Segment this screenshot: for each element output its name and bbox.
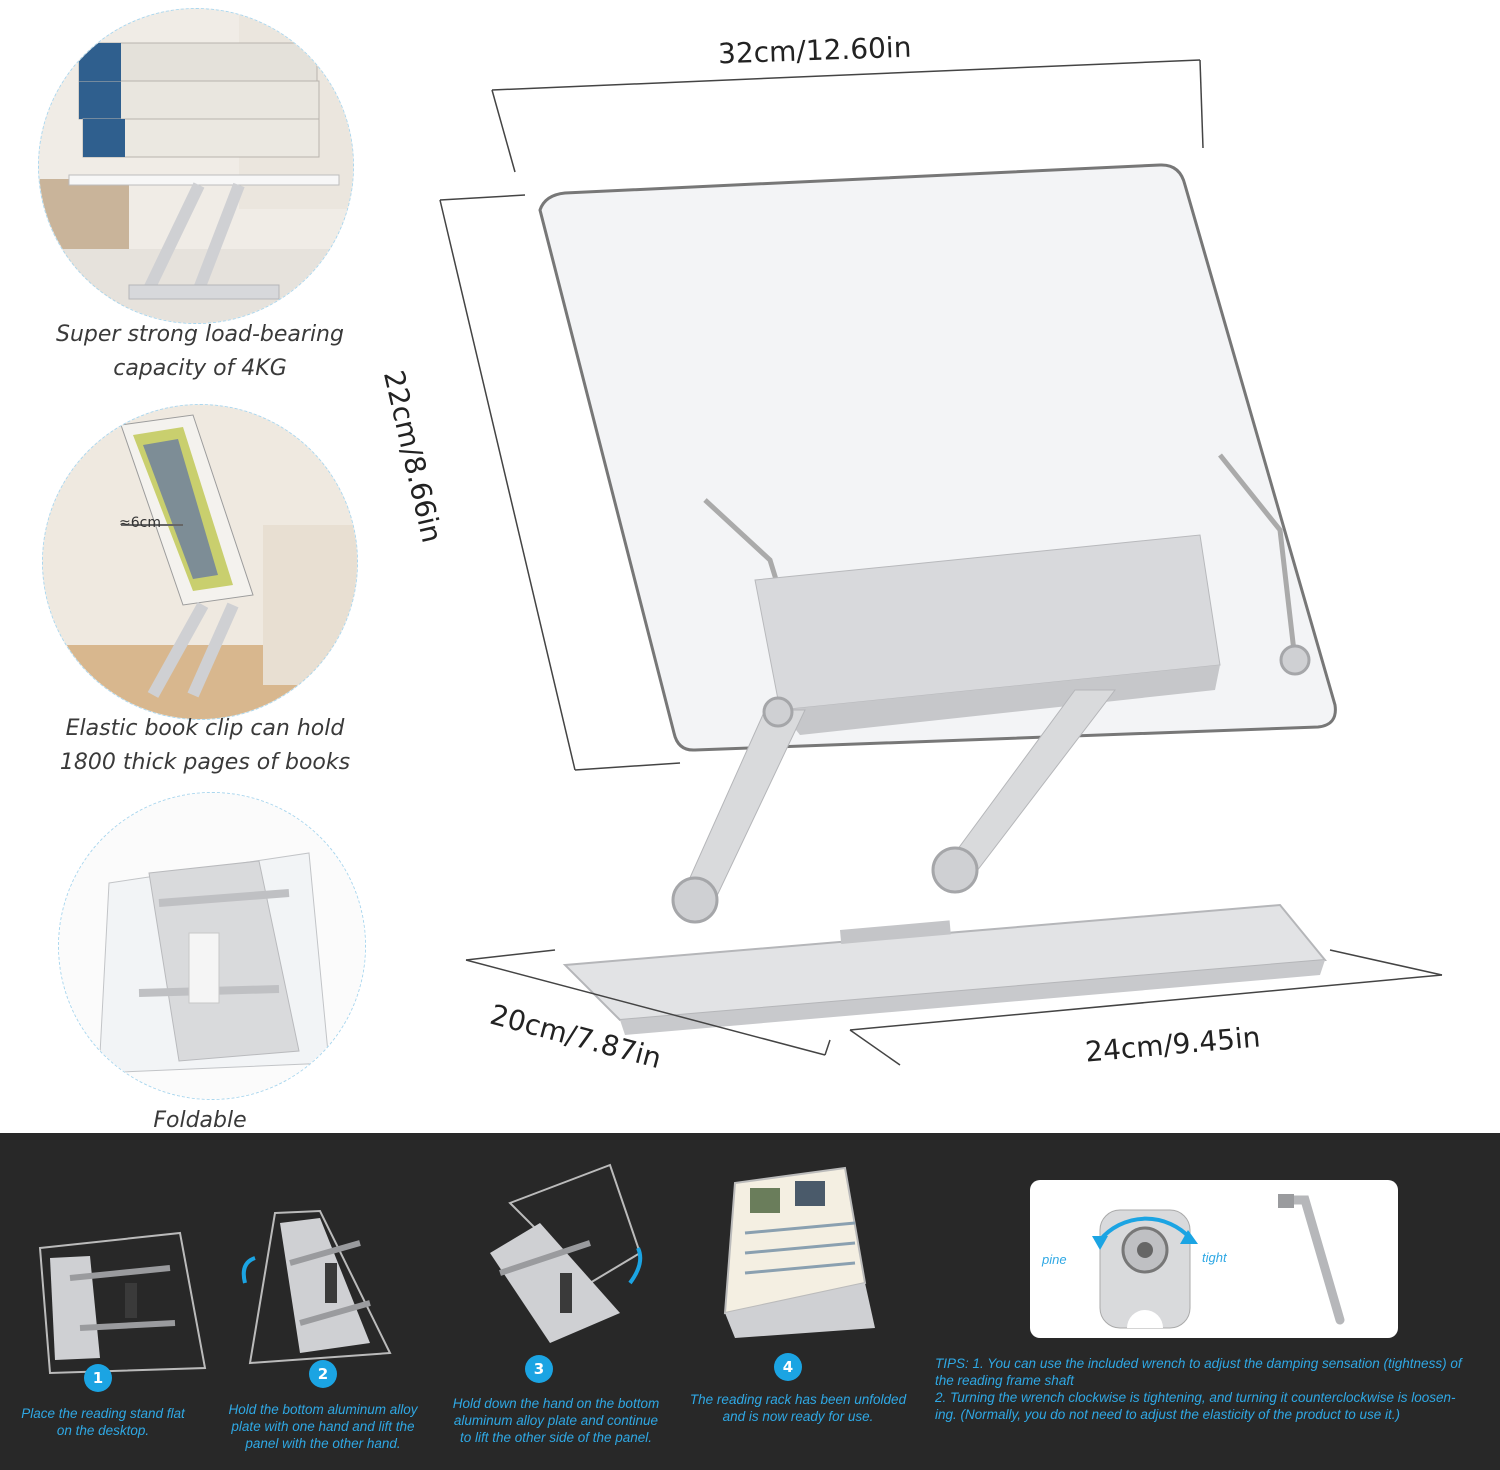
step-number-1: 1 [84,1364,112,1392]
step-line: aluminum alloy plate and continue [453,1413,659,1428]
feature-image-book-clip: ≈6cm [42,404,358,720]
feature-image-load-bearing [38,8,354,324]
step-text-4: The reading rack has been unfolded and i… [676,1391,920,1425]
step-line: Hold down the hand on the bottom [452,1396,660,1411]
tips-line: ing. (Normally, you do not need to adjus… [935,1407,1400,1422]
lift-arrow-icon [628,1247,643,1285]
step-text-3: Hold down the hand on the bottom aluminu… [438,1395,674,1446]
feature-caption-foldable: Foldable [110,1104,290,1138]
caption-line: capacity of 4KG [113,356,287,381]
step-line: Place the reading stand flat [21,1406,185,1421]
book-clip-illustration [43,405,357,719]
step-line: Hold the bottom aluminum alloy [228,1402,418,1417]
step-3-illustration [490,1163,643,1343]
step-text-2: Hold the bottom aluminum alloy plate wit… [210,1401,436,1452]
lift-arrow-icon [241,1256,256,1284]
clip-gap-label: ≈6cm [119,515,161,531]
wrench-illustration [1092,1194,1345,1329]
feature-caption-load-bearing: Super strong load-bearing capacity of 4K… [20,318,380,386]
caption-line: 1800 thick pages of books [59,750,351,775]
wrench-card: pine tight [1030,1180,1398,1338]
step-number-3: 3 [525,1355,553,1383]
rotate-arrow-icon [1098,1216,1192,1242]
tighten-label: tight [1202,1250,1227,1265]
step-line: panel with the other hand. [245,1436,401,1451]
loosen-label: pine [1042,1252,1067,1267]
step-line: plate with one hand and lift the [231,1419,415,1434]
caption-line: Elastic book clip can hold [65,716,345,741]
tips-line: the reading frame shaft [935,1373,1074,1388]
reading-stand-illustration [439,59,1443,1066]
foldable-illustration [59,793,365,1099]
tips-line: 2. Turning the wrench clockwise is tight… [935,1390,1456,1405]
step-line: and is now ready for use. [722,1409,874,1424]
step-number-4: 4 [774,1353,802,1381]
tips-line: TIPS: 1. You can use the included wrench… [935,1356,1462,1371]
dimension-width-top: 32cm/12.60in [717,30,912,71]
step-line: to lift the other side of the panel. [459,1430,653,1445]
tips-text: TIPS: 1. You can use the included wrench… [935,1355,1495,1423]
instructions-band: 1 Place the reading stand flat on the de… [0,1133,1500,1470]
step-2-illustration [241,1209,392,1365]
feature-image-foldable [58,792,366,1100]
step-number-2: 2 [309,1360,337,1388]
step-1-illustration [38,1231,207,1375]
step-text-1: Place the reading stand flat on the desk… [0,1405,206,1439]
feature-caption-book-clip: Elastic book clip can hold 1800 thick pa… [20,712,390,780]
step-line: The reading rack has been unfolded [689,1392,907,1407]
step-4-illustration [723,1166,875,1338]
caption-line: Super strong load-bearing [56,322,344,347]
load-bearing-illustration [39,9,353,323]
step-line: on the desktop. [56,1423,150,1438]
caption-line: Foldable [153,1108,247,1133]
